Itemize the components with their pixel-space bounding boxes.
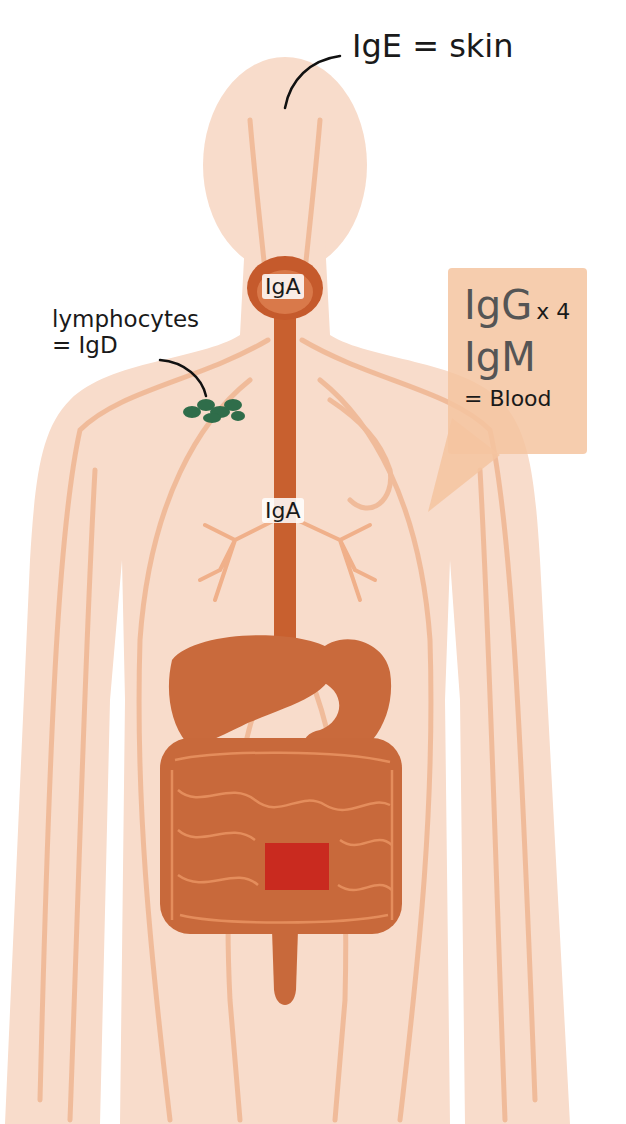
callout-box: IgGx 4IgM= Blood — [448, 268, 587, 454]
text-row: IgGx 4 — [464, 282, 573, 328]
lymphocyte-cluster — [183, 399, 245, 423]
throat-inner — [257, 270, 313, 314]
esophagus — [274, 300, 296, 645]
text-row: IgM — [464, 334, 573, 380]
throat — [247, 256, 323, 320]
antibody-text: IgG — [464, 282, 532, 328]
intestines — [160, 738, 402, 934]
antibody-label: IgA — [262, 498, 304, 523]
antibody-note: IgE = skin — [352, 28, 592, 65]
leader-line — [285, 56, 340, 108]
intestine-folds — [172, 753, 392, 923]
liver — [169, 635, 334, 745]
antibody-note: lymphocytes = IgD — [52, 306, 224, 359]
antibody-text: x 4 — [536, 299, 570, 324]
body-shape — [5, 240, 570, 1124]
appendix-mark — [265, 843, 329, 890]
antibody-text: = Blood — [464, 386, 552, 411]
antibody-text: IgM — [464, 334, 536, 380]
antibody-label: IgA — [262, 274, 304, 299]
rectum — [272, 930, 298, 1005]
leader-line — [160, 360, 206, 396]
text-row: = Blood — [464, 386, 573, 411]
